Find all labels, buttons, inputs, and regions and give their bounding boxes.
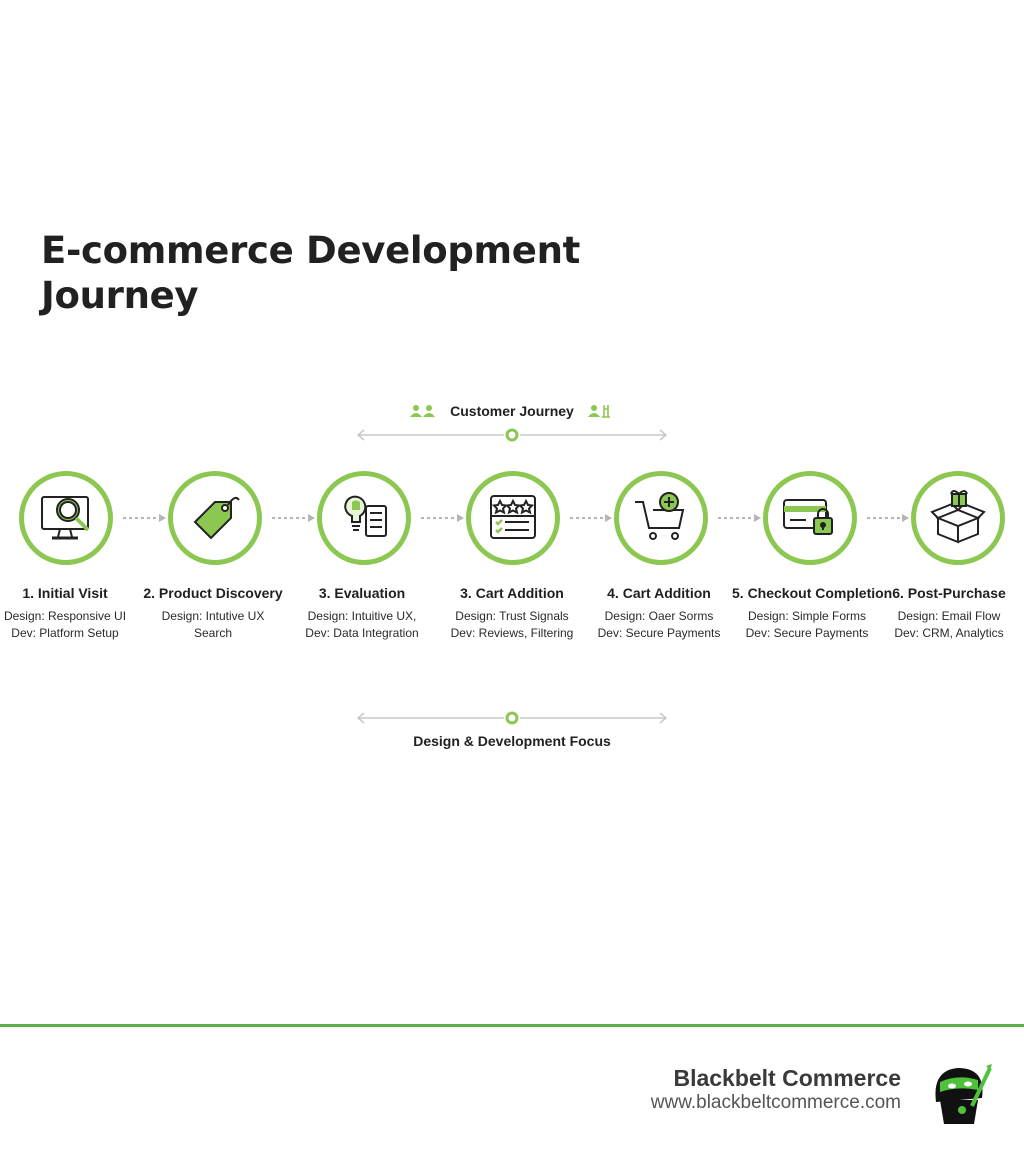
step-design: Design: Intutive UX bbox=[161, 609, 265, 623]
people-icon bbox=[410, 404, 436, 418]
step-4-icon-circle bbox=[466, 471, 560, 565]
step-title: 3. Cart Addition bbox=[460, 585, 564, 601]
step-title: 6. Post-Purchase bbox=[892, 585, 1006, 601]
title-line-1: E-commerce Development bbox=[41, 229, 581, 272]
step-dev: Dev: Platform Setup bbox=[11, 626, 119, 640]
cart-add-icon bbox=[635, 492, 685, 540]
connector-arrowhead bbox=[754, 514, 761, 522]
step-design: Design: Intuitive UX, bbox=[307, 609, 417, 623]
bottom-axis-node bbox=[505, 711, 519, 725]
step-6-icon-circle bbox=[763, 471, 857, 565]
step-design: Design: Email Flow bbox=[897, 609, 1001, 623]
step-6: 5. Checkout Completion Design: Simple Fo… bbox=[732, 584, 893, 642]
step-7: 6. Post-Purchase Design: Email Flow Dev:… bbox=[879, 584, 1019, 642]
step-dev: Dev: Secure Payments bbox=[597, 626, 721, 640]
customer-journey-header: Customer Journey bbox=[0, 400, 1024, 422]
step-dev: Dev: Data Integration bbox=[305, 626, 419, 640]
step-dev: Dev: CRM, Analytics bbox=[894, 626, 1004, 640]
page-title: E-commerce Development Journey bbox=[41, 228, 580, 318]
step-5: 4. Cart Addition Design: Oaer Sorms Dev:… bbox=[584, 584, 734, 642]
step-3-icon-circle bbox=[317, 471, 411, 565]
brand-name: Blackbelt Commerce bbox=[673, 1065, 901, 1091]
brand-url[interactable]: www.blackbeltcommerce.com bbox=[650, 1092, 901, 1113]
lightbulb-checklist-icon bbox=[344, 495, 387, 537]
step-dev: Search bbox=[193, 626, 233, 640]
step-1-icon-circle bbox=[19, 471, 113, 565]
connector-arrowhead bbox=[902, 514, 909, 522]
step-design: Design: Simple Forms bbox=[747, 609, 867, 623]
top-axis-node bbox=[505, 428, 519, 442]
connector-arrowhead bbox=[457, 514, 464, 522]
step-7-icon-circle bbox=[911, 471, 1005, 565]
bottom-double-arrow bbox=[356, 712, 668, 724]
connector-arrowhead bbox=[159, 514, 166, 522]
gift-box-icon bbox=[930, 490, 986, 544]
step-3: 3. Evaluation Design: Intuitive UX, Dev:… bbox=[287, 584, 437, 642]
customer-journey-label: Customer Journey bbox=[450, 403, 574, 419]
monitor-search-icon bbox=[41, 496, 90, 540]
step-title: 5. Checkout Completion bbox=[732, 585, 893, 601]
design-focus-label: Design & Development Focus bbox=[413, 733, 611, 749]
brand-block: Blackbelt Commerce www.blackbeltcommerce… bbox=[651, 1064, 901, 1114]
title-line-2: Journey bbox=[41, 274, 199, 317]
step-title: 1. Initial Visit bbox=[22, 585, 108, 601]
ninja-logo-icon bbox=[935, 1064, 992, 1124]
step-title: 4. Cart Addition bbox=[607, 585, 711, 601]
step-design: Design: Responsive UI bbox=[3, 609, 127, 623]
step-5-icon-circle bbox=[614, 471, 708, 565]
step-dev: Dev: Secure Payments bbox=[745, 626, 869, 640]
step-dev: Dev: Reviews, Filtering bbox=[450, 626, 574, 640]
top-double-arrow bbox=[356, 429, 668, 441]
connector-arrowhead bbox=[605, 514, 612, 522]
step-2-icon-circle bbox=[168, 471, 262, 565]
connector-arrowhead bbox=[308, 514, 315, 522]
person-shopping-icon bbox=[587, 404, 614, 418]
step-design: Design: Trust Signals bbox=[455, 609, 569, 623]
star-rating-icon bbox=[490, 495, 536, 539]
step-2: 2. Product Discovery Design: Intutive UX… bbox=[138, 584, 288, 642]
step-title: 3. Evaluation bbox=[318, 585, 406, 601]
step-title: 2. Product Discovery bbox=[143, 585, 283, 601]
price-tag-icon bbox=[193, 496, 240, 540]
step-4: 3. Cart Addition Design: Trust Signals D… bbox=[437, 584, 587, 642]
step-design: Design: Oaer Sorms bbox=[604, 609, 714, 623]
card-lock-icon bbox=[783, 499, 833, 535]
footer-divider bbox=[0, 1024, 1024, 1027]
step-1: 1. Initial Visit Design: Responsive UI D… bbox=[0, 584, 140, 642]
